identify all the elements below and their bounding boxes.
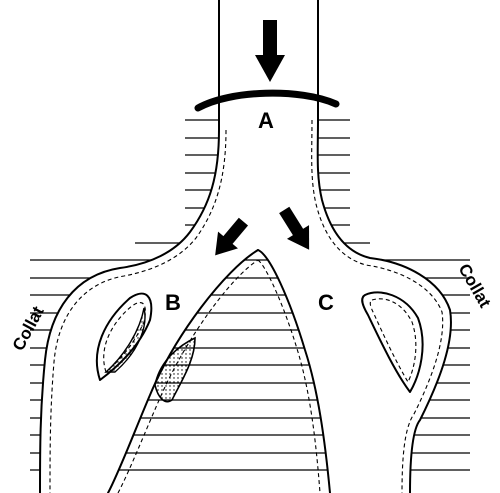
plaque-carina: [154, 336, 196, 403]
vessel-outer-wall: [39, 0, 220, 493]
vessel-intima-left: [49, 129, 227, 493]
vessel-lumen-mask: [40, 0, 451, 493]
vessel-right-outer-wall: [316, 0, 452, 493]
carina-left-wall: [107, 249, 259, 493]
label-a: A: [258, 108, 274, 133]
plaque-collateral-left: [104, 307, 146, 373]
flow-arrow-left-icon: [215, 217, 249, 256]
label-collat-left: Collat: [9, 303, 48, 354]
carina-right-intima: [257, 259, 321, 493]
label-c: C: [318, 290, 334, 315]
collateral-left: [95, 292, 153, 381]
label-b: B: [165, 290, 181, 315]
flow-arrow-down-icon: [255, 20, 285, 82]
vessel-intima-right: [311, 119, 444, 493]
label-collat-right: Collat: [455, 261, 495, 312]
collateral-right: [361, 291, 424, 393]
carina-right-wall: [257, 249, 331, 493]
flow-arrow-right-icon: [279, 206, 310, 250]
carina-left-intima: [117, 259, 259, 493]
clamp-bar: [194, 89, 340, 112]
